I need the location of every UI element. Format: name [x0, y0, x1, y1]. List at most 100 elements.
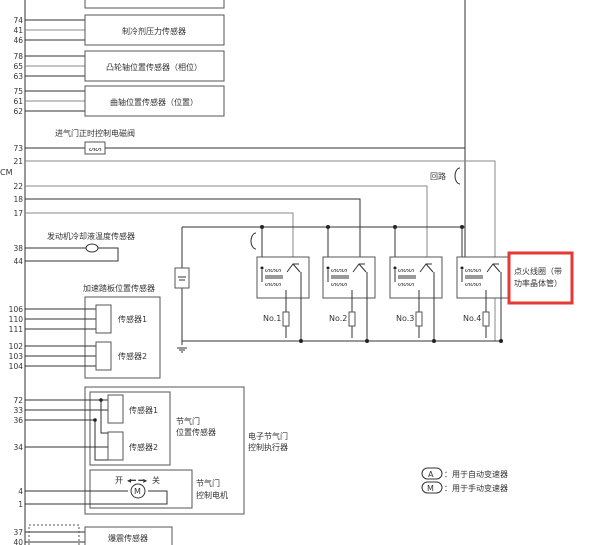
loop-icon: [250, 232, 257, 250]
sensor-label: 传感器1: [129, 405, 158, 415]
pin-label: 61: [13, 97, 23, 106]
pin-label: 1: [18, 500, 23, 509]
pin-label: 106: [9, 305, 24, 314]
pin-label: 46: [13, 36, 23, 45]
throttle-motor-label: 控制电机: [196, 490, 228, 500]
loop-icon: [454, 167, 461, 185]
sensor-label: 传感器1: [118, 314, 147, 324]
svg-text:ᔕᔕᔕ: ᔕᔕᔕ: [265, 281, 282, 288]
pin-label: 33: [13, 406, 23, 415]
pin-label: 102: [9, 342, 24, 351]
pin-label: 78: [13, 52, 23, 61]
pin-label: 21: [13, 157, 23, 166]
legend-badge: A: [428, 470, 434, 479]
potentiometer-icon: [107, 431, 124, 461]
ivt-solenoid-icon: [84, 141, 106, 155]
coil-winding-icon: ᔕᔕᔕ: [265, 267, 282, 274]
cylinder-label: No.3: [396, 314, 414, 323]
potentiometer-icon: [95, 341, 112, 371]
etc-actuator-label: 控制执行器: [248, 442, 288, 452]
accel-pedal-sensor-label: 加速踏板位置传感器: [83, 283, 155, 293]
motor-symbol: M: [134, 487, 141, 496]
crankshaft-sensor-box: [84, 85, 225, 117]
svg-text:ᔕᔕᔕ: ᔕᔕᔕ: [465, 281, 482, 288]
shield-icon: [28, 524, 80, 545]
transistor-icon: [486, 263, 501, 273]
pin-label: 4: [18, 487, 23, 496]
sensor-label: 传感器2: [129, 442, 158, 452]
coil-winding-icon: ᔕᔕᔕ: [465, 267, 482, 274]
legend: A ：用于自动变速器 M ：用于手动变速器: [421, 467, 508, 494]
loop-label: 回路: [430, 171, 446, 181]
throttle-motor-label: 节气门: [196, 478, 220, 488]
potentiometer-icon: [95, 304, 112, 334]
transistor-icon: [352, 263, 367, 273]
refrigerant-sensor-box: [84, 14, 225, 46]
tps-label: 节气门: [176, 416, 200, 426]
close-label: 关: [152, 475, 160, 485]
legend-text: ：用于自动变速器: [444, 469, 508, 479]
svg-text:ᔕᔕ: ᔕᔕ: [89, 145, 101, 153]
legend-badge: M: [427, 484, 434, 493]
top-box: [84, 0, 225, 9]
knock-sensor-label: 爆震传感器: [108, 533, 148, 543]
pin-label: 65: [13, 62, 23, 71]
sensor-label: 传感器2: [118, 351, 147, 361]
camshaft-sensor-label: 凸轮轴位置传感器（相位）: [106, 62, 202, 72]
pin-label: 22: [13, 182, 23, 191]
pin-label: 75: [13, 87, 23, 96]
transistor-icon: [419, 263, 434, 273]
pin-label: 74: [13, 16, 23, 25]
svg-text:◂━ ━▸: ◂━ ━▸: [127, 476, 147, 485]
pin-label: 44: [13, 257, 23, 266]
tps-label: 位置传感器: [176, 427, 216, 437]
pin-label: 36: [13, 416, 23, 425]
open-label: 开: [115, 476, 123, 485]
pin-label: 17: [13, 209, 23, 218]
pin-label: 18: [13, 195, 23, 204]
pin-label: 103: [9, 352, 24, 361]
coolant-sensor-label: 发动机冷却液温度传感器: [47, 231, 135, 241]
capacitor-icon: [174, 267, 190, 289]
pin-label: 40: [13, 538, 23, 545]
svg-text:ᔕᔕᔕ: ᔕᔕᔕ: [331, 281, 348, 288]
motor-icon: [130, 483, 146, 499]
knock-sensor-box: [84, 526, 173, 545]
refrigerant-sensor-label: 制冷剂压力传感器: [122, 26, 186, 36]
thermistor-icon: [85, 243, 99, 253]
ignition-coil-label: 点火线圈（带: [514, 266, 562, 276]
throttle-position-sensor-box: [89, 391, 171, 466]
crankshaft-sensor-label: 曲轴位置传感器（位置）: [110, 97, 198, 107]
pin-label: 62: [13, 107, 23, 116]
pin-label: 73: [13, 144, 23, 153]
svg-text:ᔕᔕᔕ: ᔕᔕᔕ: [398, 281, 415, 288]
potentiometer-icon: [107, 394, 124, 424]
spark-plug-icon: [282, 311, 290, 327]
coil-winding-icon: ᔕᔕᔕ: [331, 267, 348, 274]
spark-plug-icon: [348, 311, 356, 327]
legend-text: ：用于手动变速器: [444, 483, 508, 493]
spark-plug-icon: [482, 311, 490, 327]
pin-label: 41: [13, 26, 23, 35]
ivt-solenoid-label: 进气门正时控制电磁阀: [55, 128, 135, 138]
etc-actuator-label: 电子节气门: [248, 431, 288, 441]
pin-label: 104: [9, 362, 24, 371]
cylinder-label: No.2: [329, 314, 347, 323]
pin-label: 38: [13, 244, 23, 253]
coil-winding-icon: ᔕᔕᔕ: [398, 267, 415, 274]
cylinder-label: No.4: [463, 314, 481, 323]
camshaft-sensor-box: [84, 50, 225, 82]
pin-label: 110: [9, 315, 24, 324]
ignition-coil-highlight: [507, 251, 574, 305]
pin-label: 111: [9, 325, 24, 334]
pin-label: 34: [13, 443, 23, 452]
cylinder-label: No.1: [263, 314, 281, 323]
ecm-label: CM: [0, 168, 13, 177]
ground-icon: [177, 347, 187, 353]
pin-label: 63: [13, 72, 23, 81]
pin-label: 37: [13, 528, 23, 537]
pin-label: 72: [13, 396, 23, 405]
spark-plug-icon: [415, 311, 423, 327]
